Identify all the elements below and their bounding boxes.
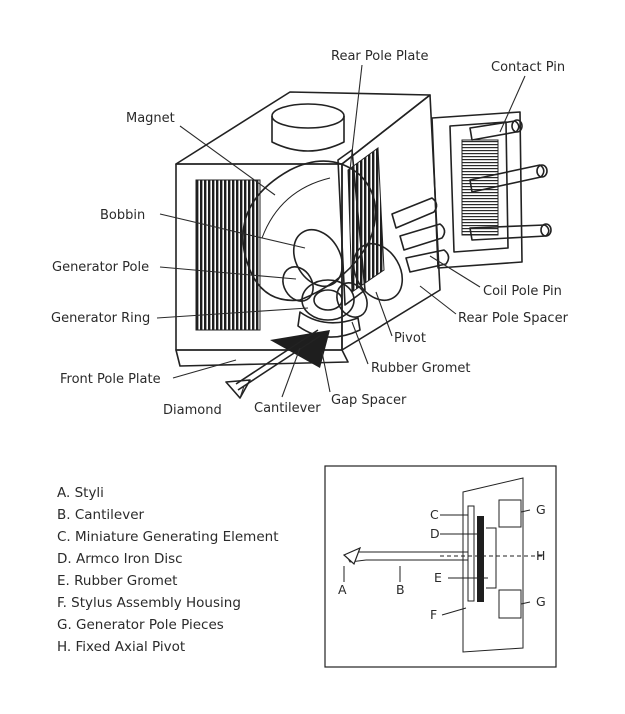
- schematic-frame: [324, 465, 557, 668]
- label-front-pole-plate: Front Pole Plate: [60, 372, 161, 387]
- legend-item: G. Generator Pole Pieces: [57, 617, 224, 633]
- label-diamond: Diamond: [163, 403, 222, 418]
- legend-item: A. Styli: [57, 485, 104, 501]
- cartridge-illustration: [175, 91, 552, 399]
- legend-item: C. Miniature Generating Element: [57, 529, 279, 545]
- label-coil-pole-pin: Coil Pole Pin: [483, 284, 562, 299]
- legend-item: H. Fixed Axial Pivot: [57, 639, 185, 655]
- schematic-letter-d: D: [430, 526, 440, 541]
- legend: A. Styli B. Cantilever C. Miniature Gene…: [57, 485, 279, 655]
- label-generator-ring: Generator Ring: [51, 311, 150, 326]
- label-rubber-gromet: Rubber Gromet: [371, 361, 471, 376]
- label-pivot: Pivot: [394, 331, 426, 346]
- schematic-letter-h: H: [536, 548, 545, 563]
- label-rear-pole-spacer: Rear Pole Spacer: [458, 311, 569, 326]
- schematic-letter-f: F: [430, 607, 437, 622]
- label-magnet: Magnet: [126, 111, 175, 126]
- label-generator-pole: Generator Pole: [52, 260, 149, 275]
- schematic-letter-g-top: G: [536, 502, 546, 517]
- schematic-letter-c: C: [430, 507, 439, 522]
- callout-labels: Rear Pole Plate Contact Pin Magnet Bobbi…: [51, 49, 569, 418]
- schematic: C D E F G G H A B: [324, 465, 557, 668]
- bobbin-coils: [282, 228, 404, 318]
- label-gap-spacer: Gap Spacer: [331, 393, 407, 408]
- schematic-letter-b: B: [396, 582, 405, 597]
- schematic-letter-g-bottom: G: [536, 594, 546, 609]
- label-bobbin: Bobbin: [100, 208, 145, 223]
- contact-pins: [469, 119, 552, 241]
- leader-lines: [156, 64, 526, 399]
- legend-item: F. Stylus Assembly Housing: [57, 595, 241, 611]
- schematic-letter-e: E: [434, 570, 442, 585]
- label-cantilever: Cantilever: [254, 401, 321, 416]
- schematic-letter-a: A: [338, 582, 347, 597]
- legend-item: B. Cantilever: [57, 507, 144, 523]
- label-contact-pin: Contact Pin: [491, 60, 565, 75]
- label-rear-pole-plate: Rear Pole Plate: [331, 49, 428, 64]
- legend-item: D. Armco Iron Disc: [57, 551, 183, 567]
- legend-item: E. Rubber Gromet: [57, 573, 177, 589]
